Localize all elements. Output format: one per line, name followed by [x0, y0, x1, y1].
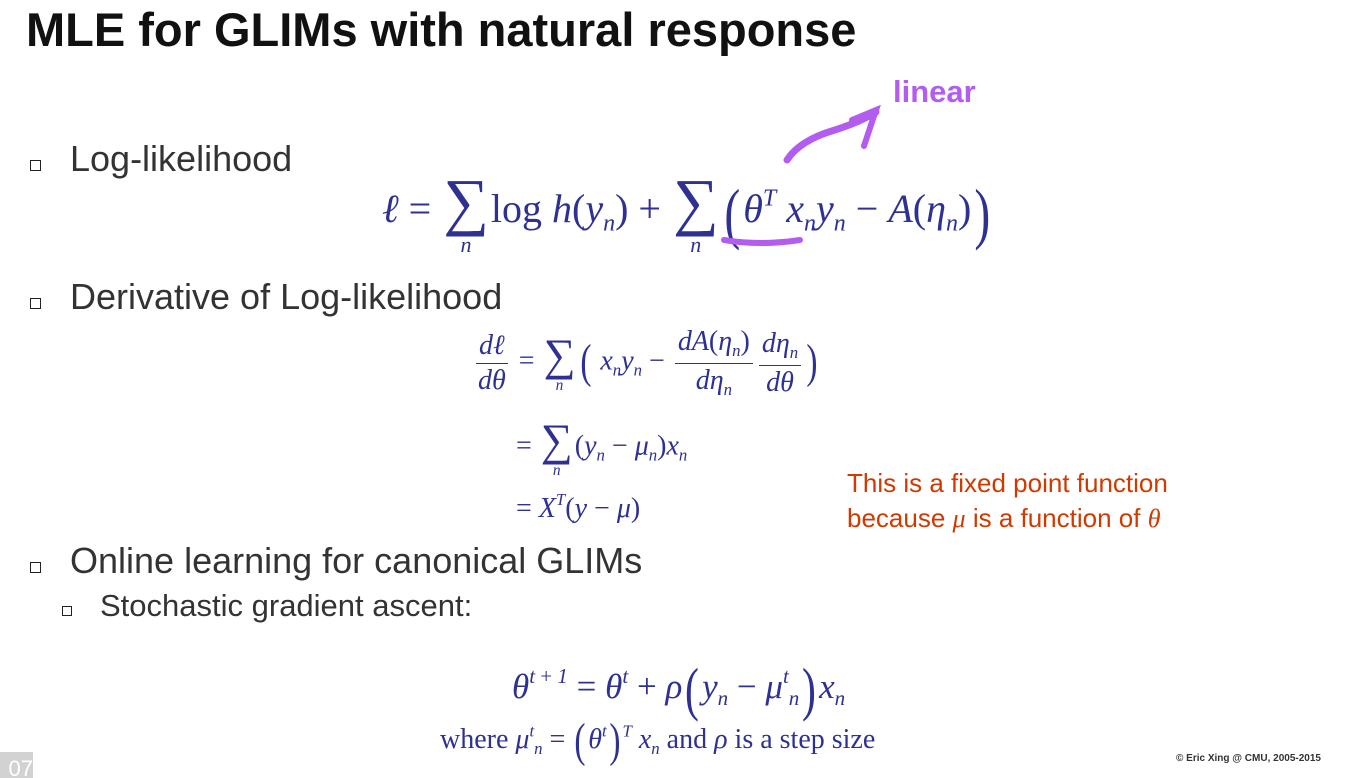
page-number: 07 [0, 752, 33, 778]
note-mu: μ [952, 504, 966, 533]
equation-where: where μtn = (θt)T xn and ρ is a step siz… [440, 715, 876, 767]
note-line-2: because μ is a function of θ [847, 501, 1168, 536]
fixed-point-note: This is a fixed point function because μ… [847, 466, 1168, 536]
equation-derivative-3: = XT(y − μ) [516, 490, 641, 524]
bullet-derivative: Derivative of Log-likelihood [70, 276, 503, 317]
note-text: is a function of [965, 503, 1148, 533]
annotation-linear: linear [893, 74, 976, 109]
note-line-1: This is a fixed point function [847, 468, 1168, 498]
equation-update: θt + 1 = θt + ρ(yn − μtn)xn [512, 656, 846, 722]
copyright-footer: © Eric Xing @ CMU, 2005-2015 [1176, 753, 1321, 764]
bullet-square-icon [30, 298, 41, 309]
bullet-online-learning: Online learning for canonical GLIMs [70, 540, 643, 581]
equation-derivative-2: = ∑n(yn − μn)xn [516, 415, 688, 479]
bullet-sga: Stochastic gradient ascent: [100, 588, 473, 623]
bullet-square-icon [30, 562, 41, 573]
arrow-head-icon [849, 104, 881, 149]
arrow-stroke [783, 108, 880, 164]
note-theta: θ [1147, 504, 1161, 533]
sub-bullet-square-icon [62, 606, 72, 616]
slide-title: MLE for GLIMs with natural response [26, 3, 857, 56]
note-text: because [847, 503, 953, 533]
bullet-log-likelihood: Log-likelihood [70, 138, 293, 179]
bullet-square-icon [30, 160, 41, 171]
underline-stroke [721, 237, 803, 246]
